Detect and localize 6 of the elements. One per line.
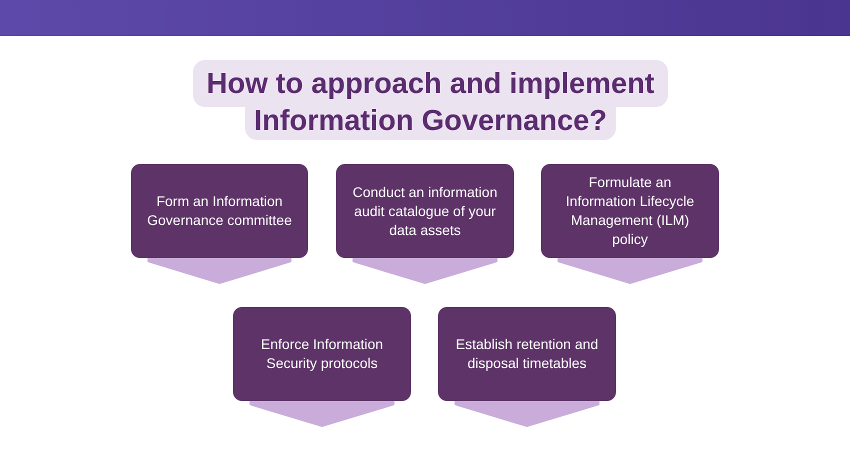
step-text: Form an Information Governance committee [146,192,293,230]
step-text: Conduct an information audit catalogue of your data assets [352,182,498,240]
step-text: Establish retention and disposal timetables [454,335,600,373]
step-text: Enforce Information Security protocols [260,335,384,373]
title: How to approach and implement Information Governance? [193,60,668,140]
step-text: Formulate an Information Lifecycle Management (ILM) policy [564,173,696,249]
